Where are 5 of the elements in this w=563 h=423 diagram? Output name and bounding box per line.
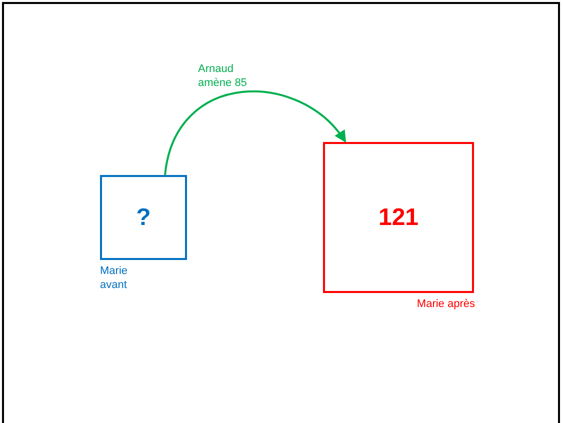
value-box: 121	[323, 142, 474, 293]
box-caption: Marie avant	[100, 264, 129, 292]
box-caption: Marie après	[416, 297, 475, 311]
value-box: ?	[100, 175, 187, 260]
curved-arrow	[164, 90, 346, 176]
